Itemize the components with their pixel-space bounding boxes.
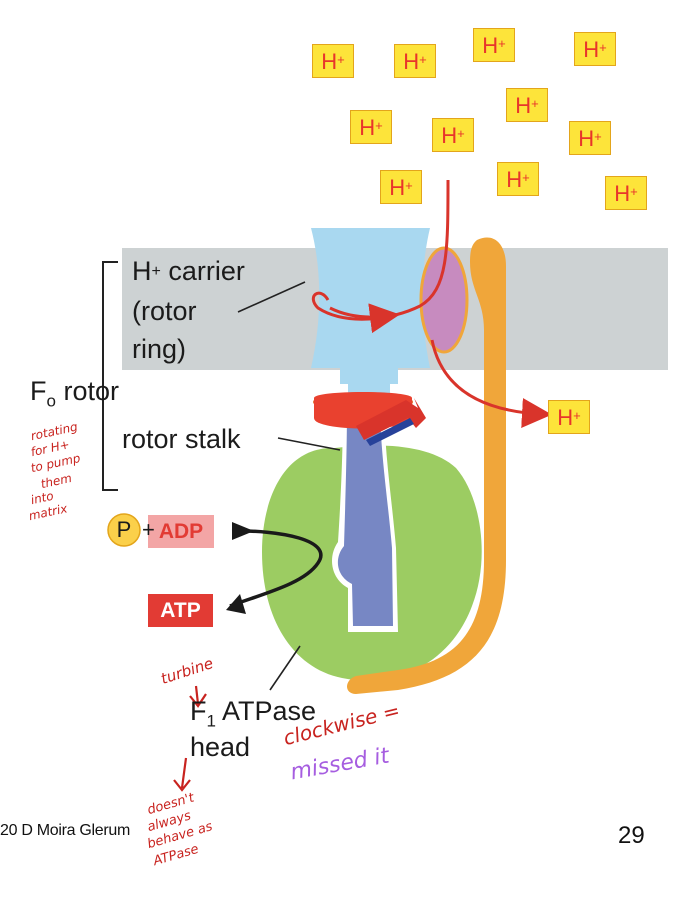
stalk-leader — [277, 437, 341, 451]
atpase-note-arrow — [173, 757, 191, 792]
rotor-stalk — [337, 402, 393, 626]
proton-path-in-arrow — [329, 303, 400, 334]
atp-box — [148, 594, 213, 627]
carrier-leader — [237, 281, 306, 313]
proton-h-symbol: H — [557, 405, 574, 430]
fo-rotor-label: Fo rotor — [30, 376, 119, 416]
proton-h-charge: + — [405, 178, 413, 193]
carrier-label-line3: ring) — [132, 334, 187, 364]
proton-h-charge: + — [522, 170, 530, 185]
proton-h-charge: + — [531, 96, 539, 111]
proton-h-charge: + — [599, 40, 607, 55]
fo-word: rotor — [63, 376, 120, 406]
proton-h: H+ — [506, 88, 548, 122]
rotation-arrow — [356, 398, 426, 440]
phosphate-circle — [107, 513, 141, 547]
proton-h-symbol: H — [359, 115, 376, 140]
page-number: 29 — [618, 822, 645, 849]
reaction-arrow — [229, 529, 323, 608]
fo-bracket — [102, 261, 118, 491]
proton-h: H+ — [574, 32, 616, 66]
proton-h-charge: + — [594, 129, 602, 144]
proton-h: H+ — [312, 44, 354, 78]
proton-h-charge: + — [337, 52, 345, 67]
proton-h-released: H+ — [548, 400, 590, 434]
stator-bearing — [419, 246, 469, 354]
carrier-label-line2: (rotor — [132, 296, 197, 326]
plus-sign-visible: + — [142, 517, 155, 542]
turbine-arrow — [189, 685, 207, 708]
carrier-word: carrier — [168, 256, 245, 286]
footer-credit: 20 D Moira Glerum — [0, 822, 131, 839]
rotor-stalk-label: rotor stalk — [122, 424, 241, 454]
proton-h-charge: + — [375, 118, 383, 133]
atpase-note: doesn't always behave as ATPase — [146, 790, 236, 869]
f1-word: ATPase — [221, 696, 317, 726]
proton-h: H+ — [394, 44, 436, 78]
proton-h-symbol: H — [389, 175, 406, 200]
reaction-arrowhead-top — [232, 522, 254, 540]
proton-h-charge: + — [630, 184, 638, 199]
proton-h-charge: + — [573, 408, 581, 423]
adp-box — [148, 515, 214, 548]
rotor-ring — [311, 228, 430, 368]
proton-h: H+ — [473, 28, 515, 62]
proton-h-symbol: H — [578, 126, 595, 151]
proton-h-charge: + — [457, 126, 465, 141]
proton-h-symbol: H — [506, 167, 523, 192]
proton-h: H+ — [380, 170, 422, 204]
proton-h: H+ — [497, 162, 539, 196]
f1-label-line2: head — [190, 732, 251, 762]
carrier-label: H+ carrier — [132, 256, 245, 287]
rotor-note: rotating for H+ to pump them into matrix — [27, 420, 110, 524]
proton-h-symbol: H — [614, 181, 631, 206]
proton-h-charge: + — [498, 36, 506, 51]
adp-label: ADP — [158, 520, 204, 543]
fo-subscript: o — [46, 391, 56, 411]
proton-h-symbol: H — [482, 33, 499, 58]
phosphate-label: P — [116, 517, 132, 542]
proton-h-symbol: H — [441, 123, 458, 148]
f1-letter: F — [190, 696, 207, 726]
proton-path-out — [430, 339, 552, 428]
f1-label: F1 ATPase — [190, 696, 316, 736]
proton-h-symbol: H — [321, 49, 338, 74]
proton-h-symbol: H — [583, 37, 600, 62]
proton-h-symbol: H — [403, 49, 420, 74]
rotation-arrow-shadow — [366, 418, 414, 446]
stator-arm — [347, 237, 506, 695]
proton-h: H+ — [605, 176, 647, 210]
reaction-arrowhead-bottom — [226, 594, 246, 614]
atp-label: ATP — [160, 599, 201, 622]
proton-h: H+ — [350, 110, 392, 144]
carrier-h-symbol: H — [132, 256, 152, 286]
proton-h: H+ — [569, 121, 611, 155]
fo-letter: F — [30, 376, 47, 406]
proton-h: H+ — [432, 118, 474, 152]
f1-subscript: 1 — [206, 711, 216, 731]
carrier-h-charge: + — [151, 263, 161, 280]
proton-h-symbol: H — [515, 93, 532, 118]
f1-leader — [269, 645, 301, 691]
proton-h-charge: + — [419, 52, 427, 67]
